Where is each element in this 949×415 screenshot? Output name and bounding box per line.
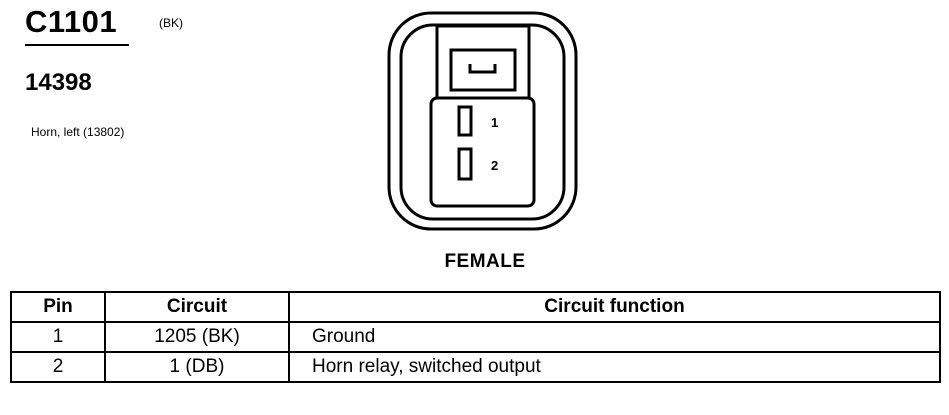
locking-tab-inner [449,48,517,92]
cell-pin: 2 [10,351,106,383]
header-pin: Pin [10,291,106,323]
latch-notch [468,64,497,74]
connector-id-underline [25,44,129,46]
pin-1-label: 1 [491,115,498,130]
pin-table: Pin Circuit Circuit function 1 1205 (BK)… [10,291,941,383]
connector-outer-housing [387,11,578,231]
table-row: 2 1 (DB) Horn relay, switched output [10,351,941,383]
table-header-row: Pin Circuit Circuit function [10,291,941,323]
pin-2-label: 2 [491,158,498,173]
header-circuit-function: Circuit function [288,291,941,323]
header-circuit: Circuit [104,291,290,323]
pin-1-slot [457,105,473,137]
table-row: 1 1205 (BK) Ground [10,321,941,353]
part-number: 14398 [25,69,92,96]
cell-circuit: 1 (DB) [104,351,290,383]
connector-color: (BK) [159,16,183,30]
pin-2-slot [457,147,473,181]
cell-pin: 1 [10,321,106,353]
cell-circuit-function: Ground [288,321,941,353]
cell-circuit: 1205 (BK) [104,321,290,353]
connector-description: Horn, left (13802) [31,125,125,139]
connector-gender-label: FEMALE [444,251,526,272]
connector-face-drawing: 1 2 [387,11,578,231]
pin-cavity-body [429,96,536,208]
connector-id: C1101 [25,4,118,39]
cell-circuit-function: Horn relay, switched output [288,351,941,383]
